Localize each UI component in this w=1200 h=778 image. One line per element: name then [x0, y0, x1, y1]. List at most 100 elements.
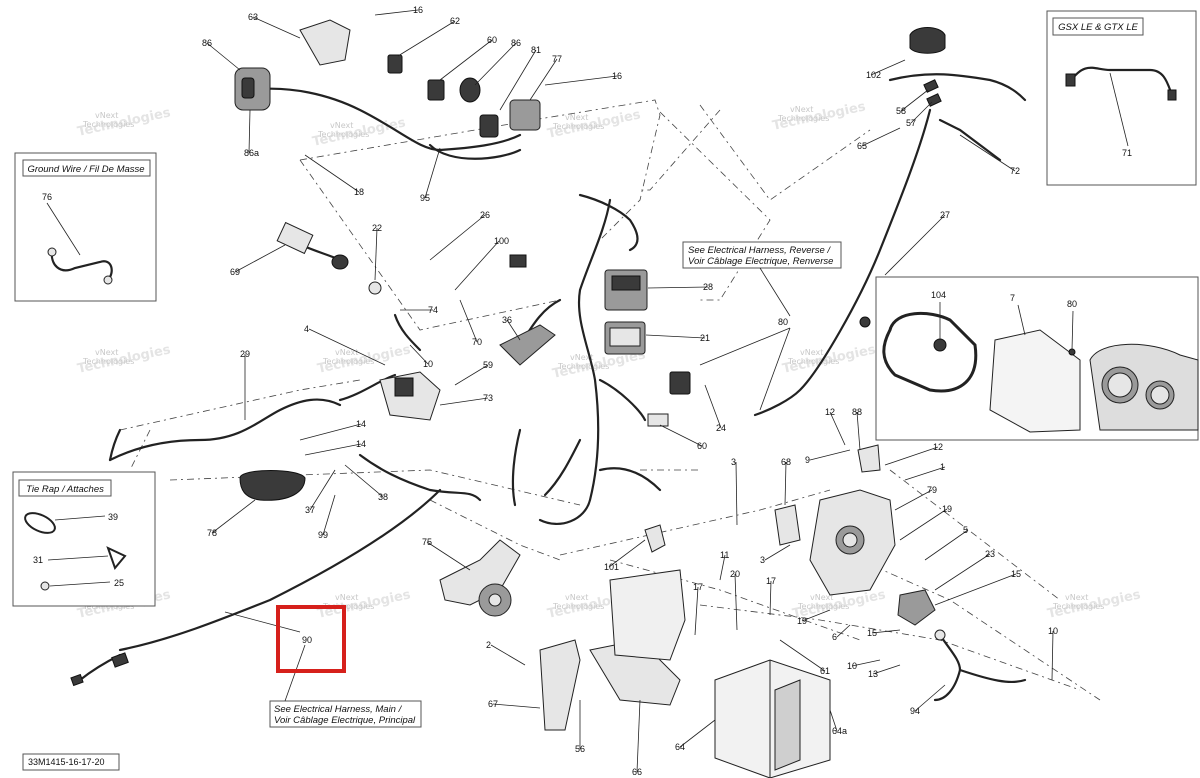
- callout-79: 79: [894, 485, 937, 511]
- dashed-assembly-lines: [119, 99, 1101, 701]
- callout-56: 56: [575, 700, 585, 754]
- svg-text:77: 77: [552, 54, 562, 64]
- svg-text:57: 57: [906, 118, 916, 128]
- callout-60: 60: [439, 35, 497, 81]
- inset-title-ground: Ground Wire / Fil De Masse: [27, 164, 144, 175]
- svg-text:64a: 64a: [832, 726, 847, 736]
- parts: [70, 19, 946, 778]
- callout-70: 70: [459, 299, 482, 347]
- callout-95: 95: [420, 147, 441, 203]
- svg-text:1: 1: [940, 462, 945, 472]
- callout-1: 1: [904, 462, 946, 481]
- svg-text:79: 79: [927, 485, 937, 495]
- svg-text:11: 11: [720, 550, 729, 560]
- svg-text:60: 60: [697, 441, 707, 451]
- note-main-line2: Voir Câblage Electrique, Principal: [274, 715, 416, 726]
- callout-66: 66: [632, 699, 642, 777]
- svg-text:69: 69: [230, 267, 240, 277]
- callout-68: 68: [781, 457, 791, 506]
- callout-63: 63: [248, 12, 301, 39]
- svg-text:24: 24: [716, 423, 726, 433]
- svg-text:27: 27: [940, 210, 950, 220]
- svg-text:Technologies: Technologies: [797, 602, 849, 611]
- highlight-box-90: [276, 605, 346, 673]
- callout-74: 74: [400, 305, 438, 315]
- svg-text:86a: 86a: [244, 148, 259, 158]
- svg-text:Technologies: Technologies: [552, 602, 604, 611]
- callout-24: 24: [704, 384, 726, 433]
- callout-86: 86: [474, 38, 521, 86]
- callout-102: 102: [866, 59, 906, 80]
- callout-86: 86: [202, 38, 241, 71]
- callout-10: 10: [847, 659, 881, 671]
- svg-text:10: 10: [423, 359, 433, 369]
- inset-box-ground-wire: Ground Wire / Fil De Masse 76: [14, 152, 157, 302]
- svg-text:12: 12: [933, 442, 943, 452]
- note-reverse-line1: See Electrical Harness, Reverse /: [688, 245, 831, 256]
- svg-text:vNext: vNext: [810, 593, 833, 602]
- callout-81: 81: [499, 45, 541, 111]
- svg-text:19: 19: [942, 504, 952, 514]
- inset-title-gsx: GSX LE & GTX LE: [1058, 22, 1138, 33]
- svg-text:99: 99: [318, 530, 328, 540]
- svg-text:6: 6: [832, 632, 837, 642]
- callout-18: 18: [304, 154, 364, 197]
- callout-36: 36: [502, 315, 521, 341]
- svg-text:vNext: vNext: [335, 348, 358, 357]
- svg-text:vNext: vNext: [565, 593, 588, 602]
- note-reverse-harness: See Electrical Harness, Reverse / Voir C…: [682, 241, 842, 411]
- callout-15: 15: [867, 628, 901, 638]
- svg-text:12: 12: [825, 407, 835, 417]
- svg-text:Technologies: Technologies: [82, 357, 134, 366]
- callout-14: 14: [299, 419, 366, 441]
- callout-59: 59: [454, 360, 493, 386]
- callout-15: 15: [934, 569, 1021, 606]
- callout-17: 17: [693, 582, 703, 636]
- callout-99: 99: [318, 494, 336, 540]
- svg-text:36: 36: [502, 315, 512, 325]
- callout-16: 16: [544, 71, 622, 86]
- svg-text:94: 94: [910, 706, 920, 716]
- svg-text:vNext: vNext: [790, 105, 813, 114]
- harness-wires: [78, 73, 1027, 702]
- svg-text:29: 29: [240, 349, 250, 359]
- svg-text:4: 4: [304, 324, 309, 334]
- svg-text:2: 2: [486, 640, 491, 650]
- svg-text:37: 37: [305, 505, 315, 515]
- svg-text:14: 14: [356, 419, 366, 429]
- svg-text:74: 74: [428, 305, 438, 315]
- gauge-cluster-box: 104 7 80: [875, 276, 1199, 441]
- svg-text:56: 56: [575, 744, 585, 754]
- svg-text:100: 100: [494, 236, 509, 246]
- svg-text:23: 23: [985, 549, 995, 559]
- svg-text:10: 10: [1048, 626, 1058, 636]
- svg-text:59: 59: [483, 360, 493, 370]
- callout-73: 73: [439, 393, 493, 406]
- svg-text:vNext: vNext: [330, 121, 353, 130]
- callout-105: 7: [1010, 293, 1015, 303]
- callout-76: 76: [42, 192, 52, 202]
- callout-13: 13: [868, 664, 901, 679]
- svg-text:16: 16: [413, 5, 423, 15]
- svg-text:21: 21: [700, 333, 710, 343]
- svg-text:20: 20: [730, 569, 740, 579]
- svg-text:9: 9: [805, 455, 810, 465]
- callout-65: 65: [857, 127, 901, 151]
- callout-62: 62: [397, 16, 460, 57]
- callout-6: 6: [832, 624, 851, 642]
- svg-text:63: 63: [248, 12, 258, 22]
- callout-61: 61: [779, 639, 830, 676]
- svg-text:19: 19: [797, 616, 807, 626]
- svg-text:vNext: vNext: [570, 353, 593, 362]
- svg-text:64: 64: [675, 742, 685, 752]
- callout-90: 90: [302, 635, 312, 645]
- svg-text:66: 66: [632, 767, 642, 777]
- callout-3: 3: [731, 457, 738, 526]
- callout-10: 10: [1048, 626, 1058, 681]
- note-reverse-line2: Voir Câblage Electrique, Renverse: [688, 256, 833, 267]
- callout-38: 38: [344, 464, 388, 502]
- svg-text:vNext: vNext: [565, 113, 588, 122]
- callout-17: 17: [766, 576, 776, 616]
